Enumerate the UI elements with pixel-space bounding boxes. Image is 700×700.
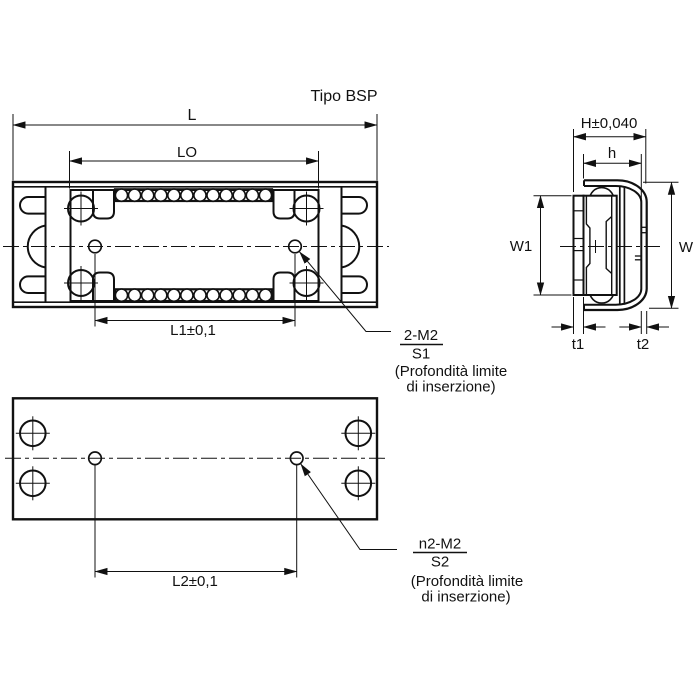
section-dimensions	[533, 129, 679, 334]
type-label: Tipo BSP	[311, 88, 378, 105]
tab-top-right	[272, 190, 296, 220]
ball-row-top	[113, 188, 274, 203]
slot-left-bottom	[19, 275, 46, 294]
tab-top-left	[92, 190, 115, 220]
dim-label-t2: t2	[637, 336, 650, 353]
thread-note-top-thread: 2-M2	[404, 327, 438, 344]
thread-note-bottom-depth: S2	[431, 554, 449, 571]
slot-right-top	[341, 196, 368, 215]
tab-bottom-right	[272, 271, 296, 301]
carriage-bolt-holes	[64, 191, 324, 300]
slot-left-top	[19, 196, 46, 215]
section-groove-profile-left	[585, 195, 591, 295]
section-outer-rail	[584, 179, 648, 312]
dim-label-h: h	[608, 145, 616, 162]
dim-label-L1: L1±0,1	[170, 322, 216, 339]
bottom-view	[5, 397, 397, 578]
section-groove-profile-right	[605, 215, 613, 275]
dim-label-LO: LO	[177, 144, 197, 161]
dim-label-H: H±0,040	[581, 115, 638, 132]
slot-right-bottom	[341, 275, 368, 294]
cross-section-view	[560, 179, 661, 312]
dim-label-L2: L2±0,1	[172, 573, 218, 590]
plate-bolt-holes	[15, 416, 376, 501]
dim-label-L: L	[188, 107, 197, 124]
leader-thread-note-top	[299, 251, 391, 332]
top-view	[3, 180, 389, 309]
dim-label-t1: t1	[572, 336, 585, 353]
thread-note-top-depth: S1	[412, 346, 430, 363]
thread-note-bottom-line1: (Profondità limite	[411, 573, 524, 590]
leader-thread-note-bottom	[300, 463, 397, 550]
carriage-outline	[69, 189, 320, 302]
thread-note-top-line1: (Profondità limite	[395, 363, 508, 380]
thread-note-top-line2: di inserzione)	[406, 379, 495, 396]
thread-note-bottom: n2-M2 S2 (Profondità limite di inserzion…	[411, 536, 524, 606]
outer-rail-outline	[11, 180, 379, 309]
thread-note-bottom-thread: n2-M2	[419, 536, 462, 553]
bump-left	[26, 224, 46, 269]
ball-row-bottom	[113, 288, 274, 303]
thread-note-top: 2-M2 S1 (Profondità limite di inserzione…	[395, 327, 508, 396]
tab-bottom-left	[92, 271, 115, 301]
top-view-dimensions	[12, 114, 391, 332]
thread-note-bottom-line2: di inserzione)	[421, 589, 510, 606]
dim-label-W1: W1	[510, 238, 533, 255]
dim-label-W: W	[679, 239, 694, 256]
